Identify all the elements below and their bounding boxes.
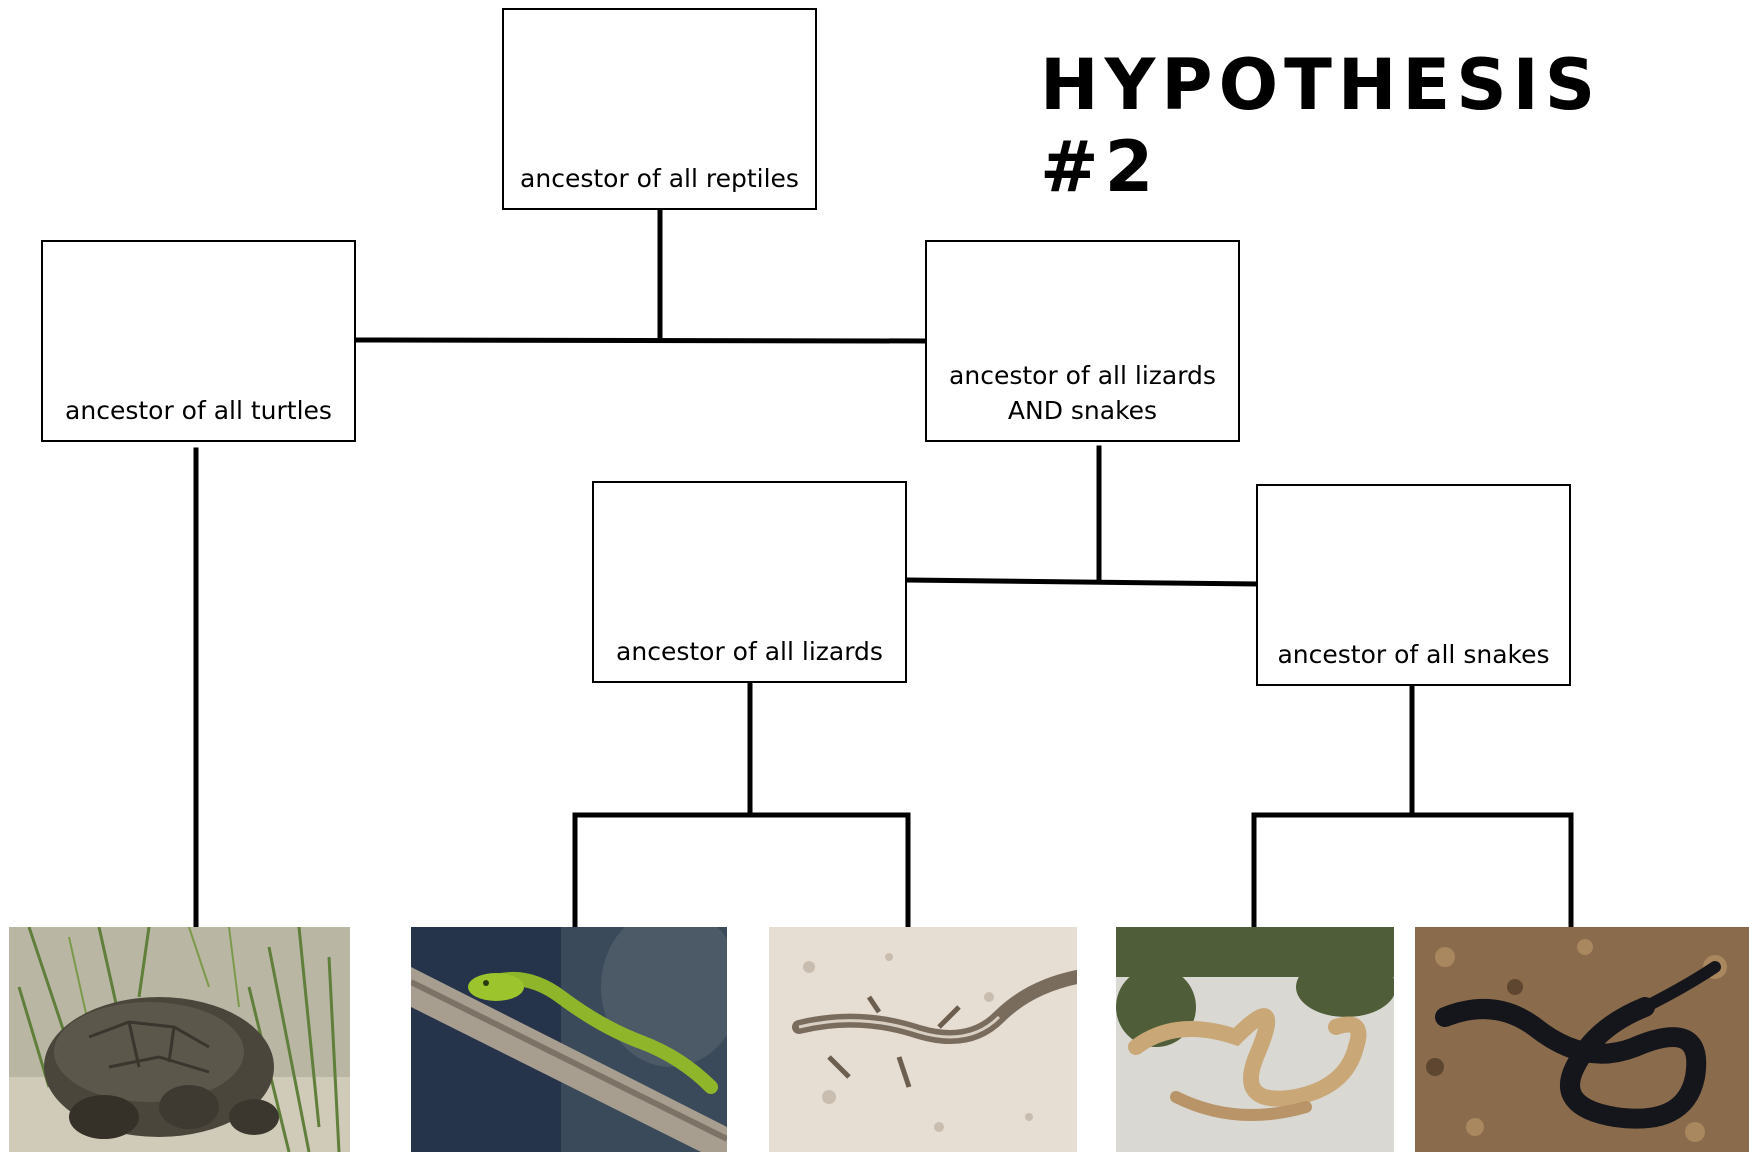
- node-ancestor-lizards-and-snakes: ancestor of all lizards AND snakes: [925, 240, 1240, 442]
- black-racer-snake-photo: [1415, 927, 1749, 1152]
- edge-lizsnakes-horizontal: [905, 577, 1259, 587]
- gopher-tortoise-photo: [9, 927, 350, 1152]
- six-lined-racerunner-lizard-photo: [769, 927, 1077, 1152]
- node-ancestor-reptiles: ancestor of all reptiles: [502, 8, 817, 210]
- tan-coachwhip-snake-photo: [1116, 927, 1394, 1152]
- node-label: ancestor of all reptiles: [520, 164, 799, 193]
- node-ancestor-turtles: ancestor of all turtles: [41, 240, 356, 442]
- node-label: ancestor of all turtles: [65, 396, 332, 425]
- node-label: ancestor of all lizards: [616, 637, 883, 666]
- node-label: ancestor of all lizards AND snakes: [949, 361, 1216, 425]
- node-ancestor-snakes: ancestor of all snakes: [1256, 484, 1571, 686]
- edge-reptiles-horizontal: [354, 337, 928, 344]
- green-anole-lizard-photo: [411, 927, 727, 1152]
- node-label: ancestor of all snakes: [1277, 640, 1550, 669]
- hypothesis-title: HYPOTHESIS #2: [1040, 44, 1602, 208]
- node-ancestor-lizards: ancestor of all lizards: [592, 481, 907, 683]
